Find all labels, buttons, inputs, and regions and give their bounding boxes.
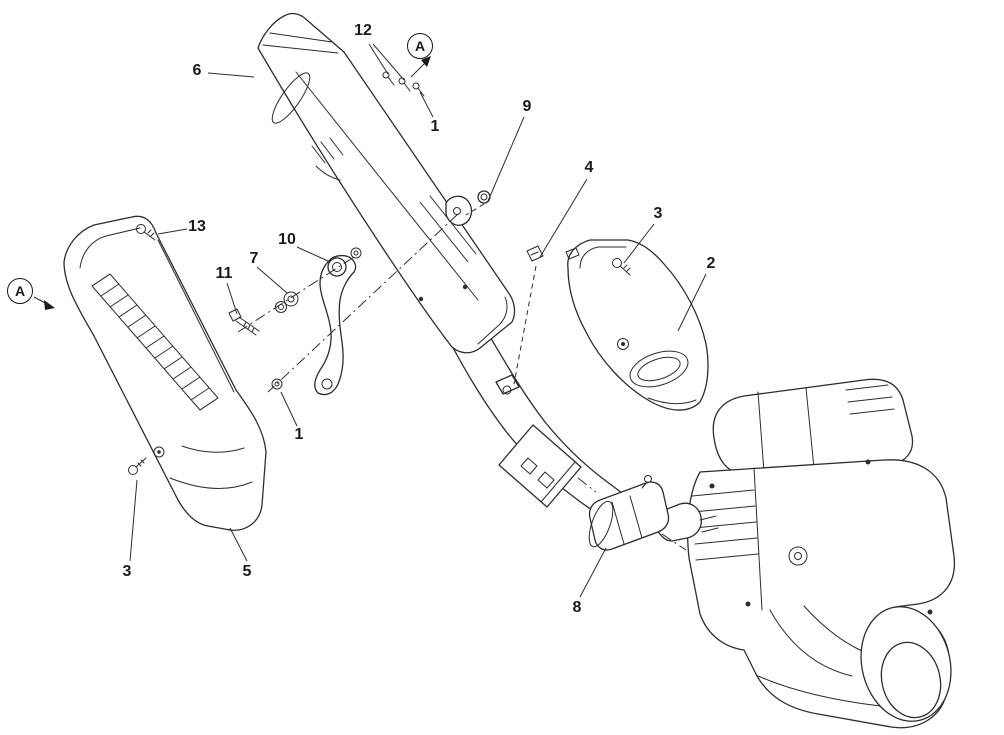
callout-3-right: 3 bbox=[653, 205, 663, 222]
callout-3-left: 3 bbox=[122, 563, 132, 580]
callout-11: 11 bbox=[215, 265, 233, 282]
view-marker-a-top: A bbox=[407, 33, 433, 59]
axis-lines bbox=[237, 203, 687, 551]
callout-2: 2 bbox=[706, 255, 716, 272]
washer-1-mid bbox=[271, 378, 283, 390]
left-heat-shield bbox=[63, 215, 267, 531]
callout-7: 7 bbox=[249, 250, 259, 267]
screw-3-left bbox=[128, 457, 147, 475]
view-marker-a-left: A bbox=[7, 278, 33, 304]
pipe-heat-sleeve bbox=[498, 424, 582, 508]
callout-8: 8 bbox=[572, 599, 582, 616]
pipe-bracket-tab bbox=[495, 374, 520, 395]
exhaust-pipe bbox=[449, 329, 627, 516]
callout-10: 10 bbox=[278, 231, 296, 248]
fasteners bbox=[128, 71, 631, 475]
screw-13 bbox=[136, 224, 156, 241]
hanger-bracket bbox=[314, 254, 357, 396]
silencer-mount-tab bbox=[445, 195, 473, 226]
nut-1-top bbox=[412, 82, 425, 97]
screw-12-b bbox=[398, 77, 411, 92]
view-arrow-left bbox=[33, 296, 55, 310]
callout-9: 9 bbox=[522, 98, 532, 115]
clip-4 bbox=[526, 245, 544, 262]
callout-13: 13 bbox=[188, 218, 206, 235]
screw-3-right bbox=[612, 258, 631, 276]
callout-1-mid: 1 bbox=[294, 426, 304, 443]
right-heat-shield bbox=[565, 239, 709, 411]
view-arrow-top bbox=[410, 56, 431, 78]
callout-4: 4 bbox=[584, 159, 594, 176]
grommet-10 bbox=[327, 247, 362, 277]
view-marker-a-left-label: A bbox=[14, 283, 26, 299]
engine-block bbox=[654, 378, 956, 729]
exhaust-clamp bbox=[588, 475, 670, 551]
callout-5: 5 bbox=[242, 563, 252, 580]
nut-9 bbox=[477, 190, 491, 204]
bolt-11 bbox=[228, 308, 260, 336]
callout-6: 6 bbox=[192, 62, 202, 79]
view-marker-a-top-label: A bbox=[414, 38, 426, 54]
callout-1-top: 1 bbox=[430, 118, 440, 135]
callout-12: 12 bbox=[354, 22, 372, 39]
leader-lines bbox=[33, 43, 707, 598]
screw-12-a bbox=[382, 71, 395, 86]
silencer bbox=[257, 12, 516, 354]
